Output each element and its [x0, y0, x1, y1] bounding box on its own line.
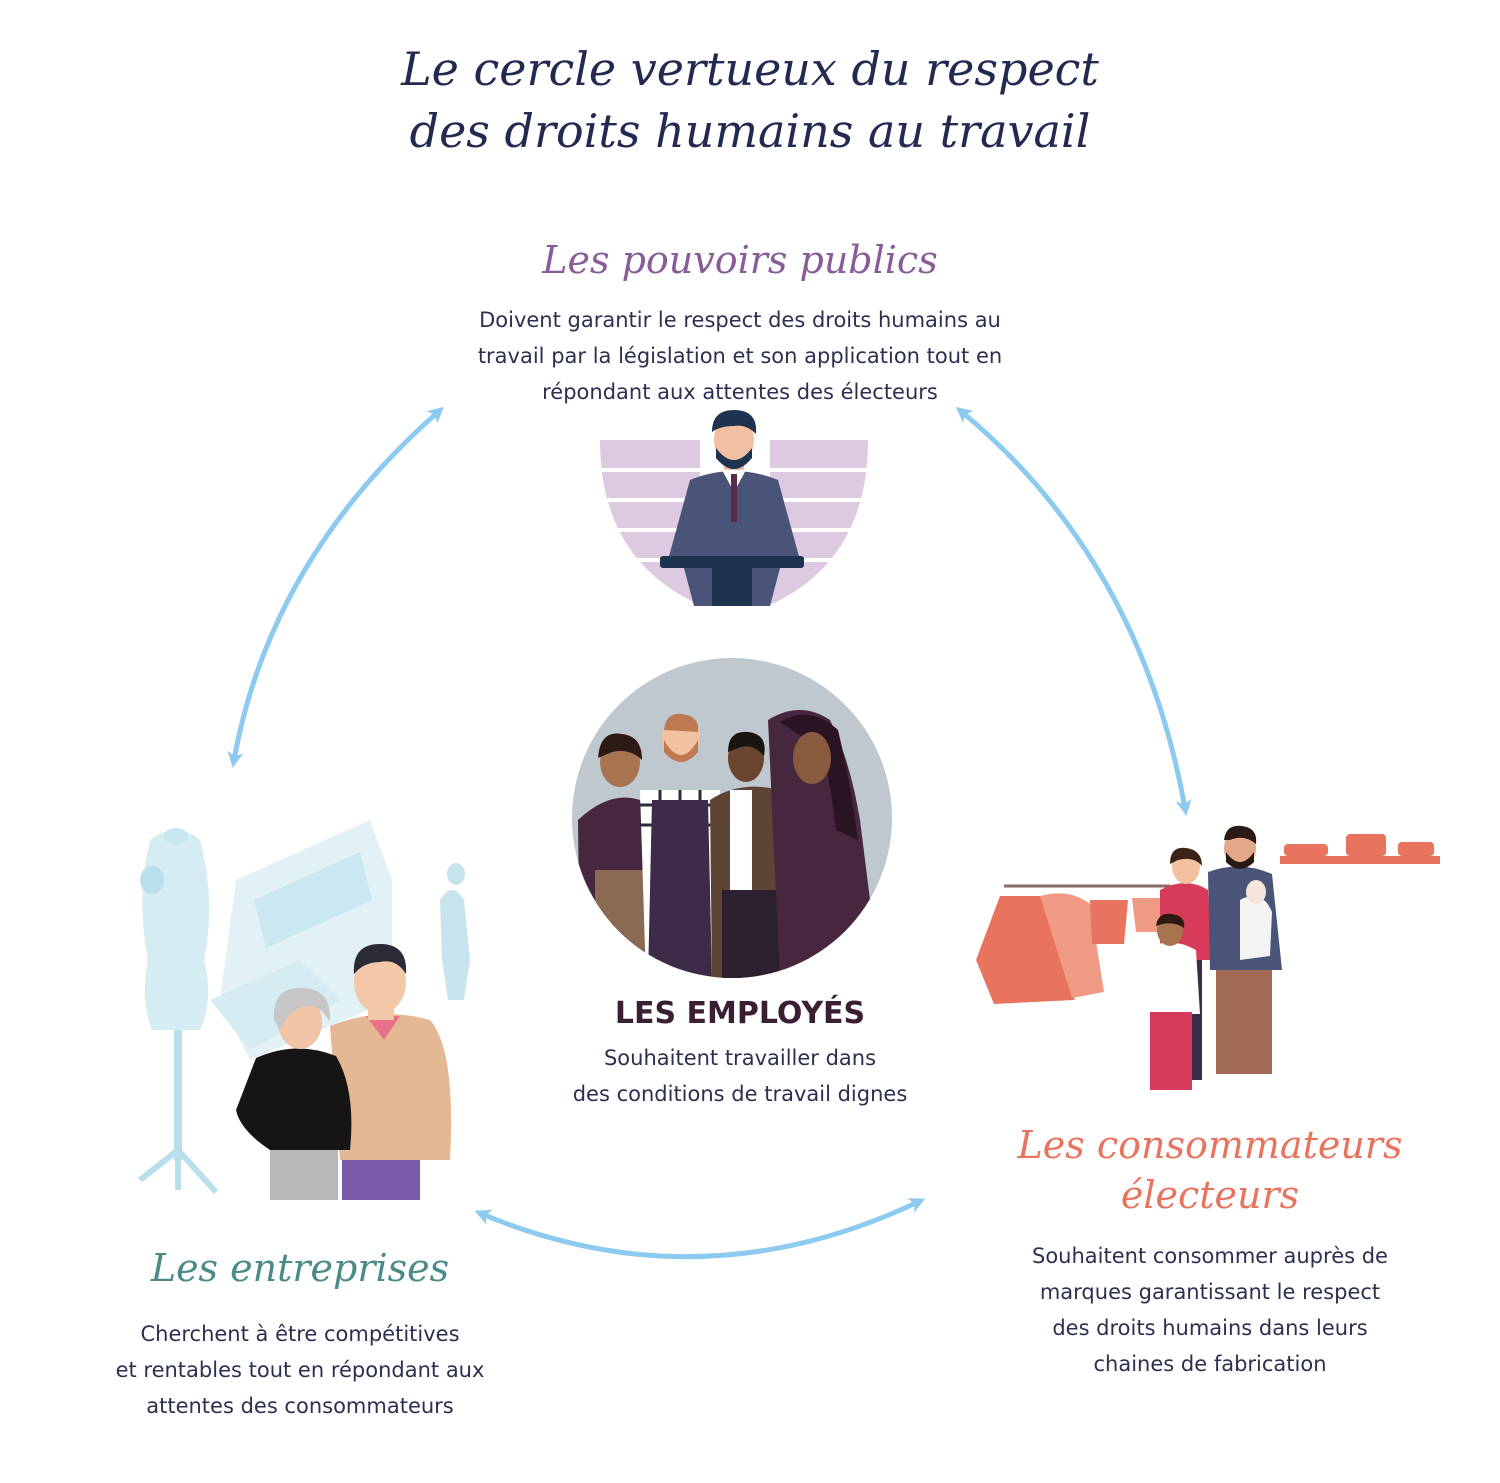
consommateurs-heading: Les consommateurs électeurs [960, 1120, 1460, 1220]
consommateurs-desc-line: Souhaitent consommer auprès de [1032, 1244, 1388, 1268]
arrow-entreprises-consommateurs [474, 1198, 926, 1260]
arrow-pouvoirs-entreprises [227, 406, 445, 768]
consommateurs-heading-line: Les consommateurs [1017, 1123, 1403, 1167]
title-line-1: Le cercle vertueux du respect [401, 42, 1099, 96]
entreprises-desc-line: attentes des consommateurs [146, 1394, 454, 1418]
employes-desc-line: Souhaitent travailler dans [603, 1046, 877, 1070]
consommateurs-heading-line: électeurs [1120, 1173, 1300, 1217]
pouvoirs-publics-description: Doivent garantir le respect des droits h… [420, 302, 1060, 410]
consommateurs-description: Souhaitent consommer auprès de marques g… [960, 1238, 1460, 1382]
family-shopping-illustration [976, 825, 1440, 1090]
employes-desc-line: des conditions de travail dignes [572, 1082, 908, 1106]
pouvoirs-desc-line: travail par la législation et son applic… [477, 344, 1003, 368]
entreprises-desc-line: et rentables tout en répondant aux [115, 1358, 485, 1382]
entreprises-heading: Les entreprises [150, 1246, 450, 1290]
employes-description: Souhaitent travailler dans des condition… [510, 1040, 970, 1112]
entreprises-desc-line: Cherchent à être compétitives [140, 1322, 460, 1346]
group-of-workers-illustration [572, 658, 892, 978]
consommateurs-desc-line: chaines de fabrication [1093, 1352, 1327, 1376]
page-title: Le cercle vertueux du respect des droits… [0, 38, 1500, 162]
speaker-at-podium-illustration [600, 410, 868, 606]
pouvoirs-publics-heading: Les pouvoirs publics [542, 238, 938, 282]
pouvoirs-desc-line: répondant aux attentes des électeurs [542, 380, 938, 404]
textile-business-owners-illustration [138, 820, 470, 1200]
cycle-arrows [227, 406, 1192, 1260]
entreprises-description: Cherchent à être compétitives et rentabl… [40, 1316, 560, 1424]
title-line-2: des droits humains au travail [409, 104, 1091, 158]
consommateurs-desc-line: des droits humains dans leurs [1052, 1316, 1368, 1340]
employes-heading: LES EMPLOYÉS [614, 996, 866, 1031]
pouvoirs-desc-line: Doivent garantir le respect des droits h… [479, 308, 1001, 332]
consommateurs-desc-line: marques garantissant le respect [1039, 1280, 1381, 1304]
arrow-pouvoirs-consommateurs [955, 406, 1192, 816]
